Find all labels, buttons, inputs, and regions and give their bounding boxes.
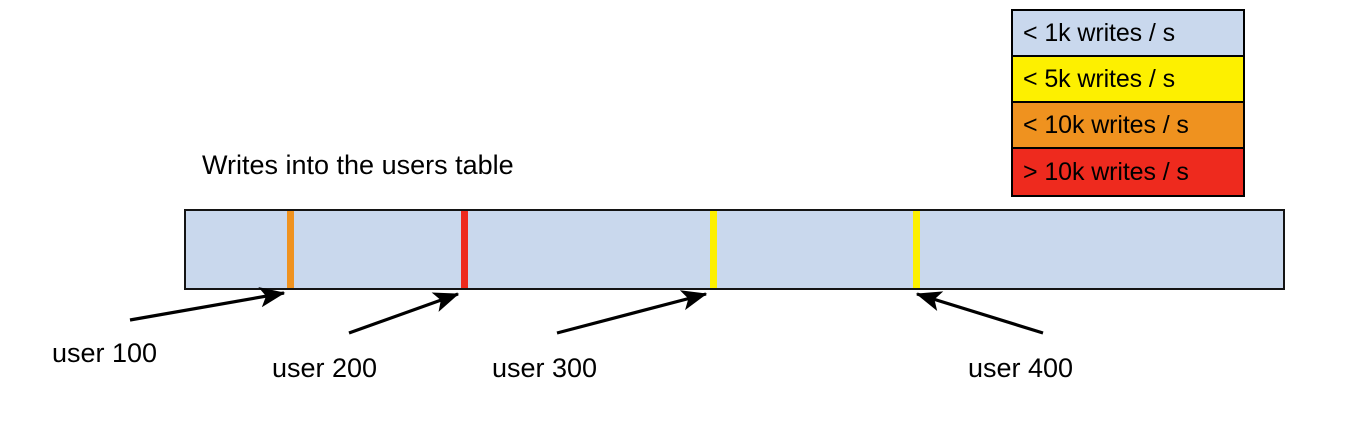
write-rate-legend: < 1k writes / s < 5k writes / s < 10k wr… — [1011, 9, 1245, 197]
stripe-user-200 — [461, 211, 469, 288]
stripe-user-100 — [287, 211, 295, 288]
legend-entry-lt-10k: < 10k writes / s — [1013, 103, 1243, 149]
legend-entry-label: < 5k writes / s — [1023, 64, 1176, 93]
arrow-user-400 — [915, 291, 1044, 335]
chart-title: Writes into the users table — [202, 150, 514, 180]
label-user-100: user 100 — [52, 338, 158, 368]
bar-track — [184, 209, 1285, 290]
label-user-200: user 200 — [272, 353, 378, 383]
users-table-bar — [184, 209, 1285, 290]
stripe-user-400 — [912, 211, 920, 288]
label-user-300: user 300 — [492, 353, 598, 383]
legend-entry-label: < 10k writes / s — [1023, 110, 1189, 139]
legend-entry-label: < 1k writes / s — [1023, 18, 1176, 47]
arrow-user-300 — [556, 290, 708, 335]
label-user-400: user 400 — [968, 353, 1074, 383]
legend-entry-gt-10k: > 10k writes / s — [1013, 149, 1243, 195]
arrow-user-200 — [348, 292, 460, 335]
legend-entry-label: > 10k writes / s — [1023, 157, 1189, 186]
legend-entry-lt-1k: < 1k writes / s — [1013, 11, 1243, 57]
arrow-user-100 — [129, 287, 286, 322]
stripe-user-300 — [710, 211, 718, 288]
legend-entry-lt-5k: < 5k writes / s — [1013, 57, 1243, 103]
